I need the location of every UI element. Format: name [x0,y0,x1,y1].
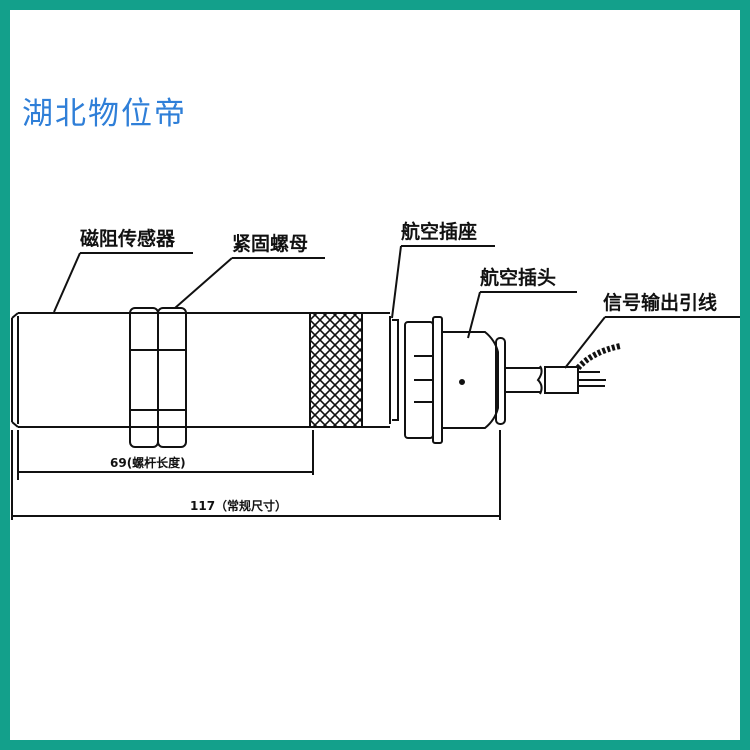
braided-section [309,312,363,428]
leader-lead [564,316,740,369]
leader-socket [391,245,495,319]
brand-title: 湖北物位帝 [22,96,187,132]
dimension-thread-length: 69(螺杆长度) [110,455,186,470]
aviation-plug [442,331,506,429]
fastening-nut [129,307,187,448]
leader-nut [174,257,325,309]
aviation-socket [404,316,443,444]
signal-cable [505,343,621,395]
leader-sensor [53,252,193,313]
dimension-overall-length: 117（常规尺寸） [190,498,287,513]
label-socket: 航空插座 [401,220,477,243]
dimension-line-69 [17,430,314,480]
sensor-body [11,312,310,428]
label-plug: 航空插头 [480,266,556,289]
label-sensor: 磁阻传感器 [80,227,176,250]
leader-plug [467,291,577,339]
label-lead: 信号输出引线 [603,291,717,314]
dimension-line-117 [11,430,501,520]
label-nut: 紧固螺母 [232,233,308,255]
